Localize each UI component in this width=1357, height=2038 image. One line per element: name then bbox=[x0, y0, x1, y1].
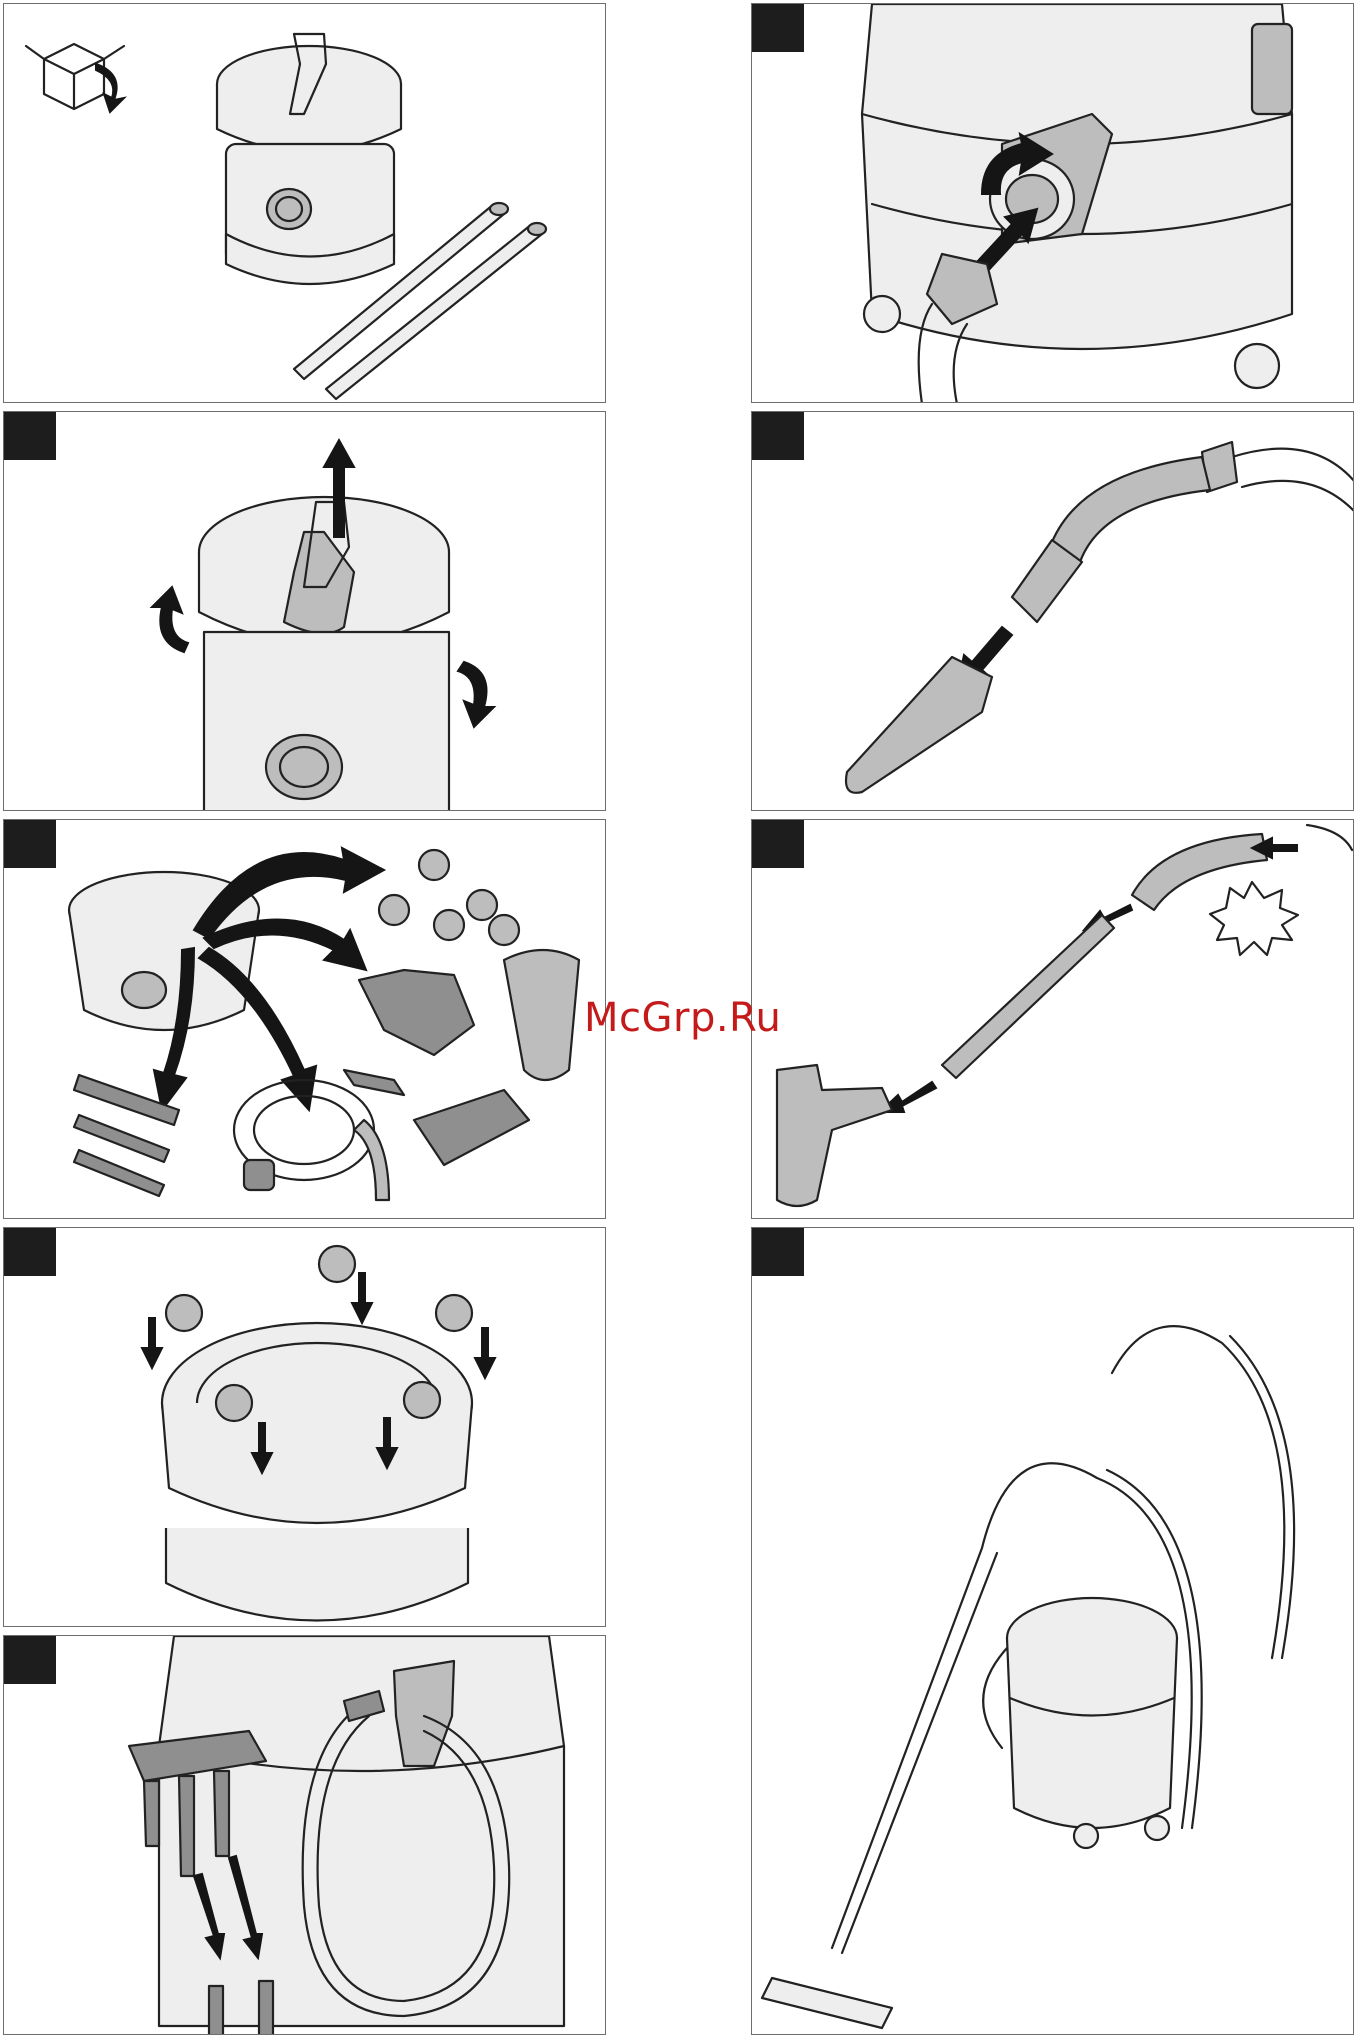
click-sound-icon bbox=[1210, 882, 1298, 955]
assembled-unit-illustration bbox=[752, 1228, 1354, 2035]
accessories-illustration bbox=[4, 820, 606, 1219]
panel-accessory-holder bbox=[3, 1635, 606, 2035]
upholstery-nozzle bbox=[414, 1090, 529, 1165]
castor-wheel bbox=[319, 1246, 355, 1282]
panel-crevice-nozzle bbox=[751, 411, 1354, 811]
hose-connect-illustration bbox=[752, 4, 1354, 403]
floor-nozzle bbox=[762, 1978, 892, 2028]
crevice-nozzle bbox=[846, 657, 992, 793]
panel-assemble-tubes bbox=[751, 819, 1354, 1219]
rotate-arrow-icon bbox=[152, 587, 188, 652]
floor-nozzle bbox=[777, 1065, 892, 1206]
accessory-holder bbox=[359, 970, 474, 1055]
assemble-tubes-illustration bbox=[752, 820, 1354, 1219]
crevice-nozzle-illustration bbox=[752, 412, 1354, 811]
castor-wheels bbox=[379, 850, 519, 945]
castors-illustration bbox=[4, 1228, 606, 1627]
box-unpack-icon bbox=[26, 44, 124, 112]
rotate-arrow-icon bbox=[458, 662, 494, 727]
panel-fit-castors bbox=[3, 1227, 606, 1627]
crevice-nozzle bbox=[344, 1070, 404, 1095]
cartridge-filter bbox=[504, 950, 579, 1080]
vacuum-drum bbox=[217, 34, 401, 284]
panel-hose-connect bbox=[751, 3, 1354, 403]
panel-assembled-unit bbox=[751, 1227, 1354, 2035]
panel-unpack bbox=[3, 3, 606, 403]
unpack-illustration bbox=[4, 4, 606, 403]
watermark-text: McGrp.Ru bbox=[584, 995, 781, 1041]
panel-accessories-out bbox=[3, 819, 606, 1219]
remove-lid-illustration bbox=[4, 412, 606, 811]
panel-remove-lid bbox=[3, 411, 606, 811]
holder-illustration bbox=[4, 1636, 606, 2035]
